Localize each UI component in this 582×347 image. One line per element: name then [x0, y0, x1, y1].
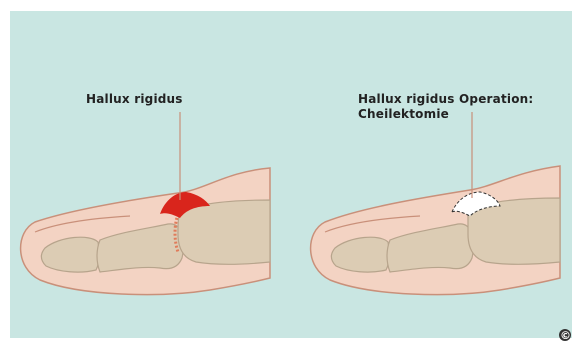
- right-toe-illustration: [311, 112, 560, 295]
- right-label-line2: Cheilektomie: [358, 107, 449, 121]
- left-label: Hallux rigidus: [86, 92, 183, 106]
- left-metatarsal: [178, 200, 270, 264]
- copyright-symbol: ©: [560, 329, 571, 342]
- left-toe-illustration: [21, 112, 270, 295]
- right-label-line1: Hallux rigidus Operation:: [358, 92, 533, 106]
